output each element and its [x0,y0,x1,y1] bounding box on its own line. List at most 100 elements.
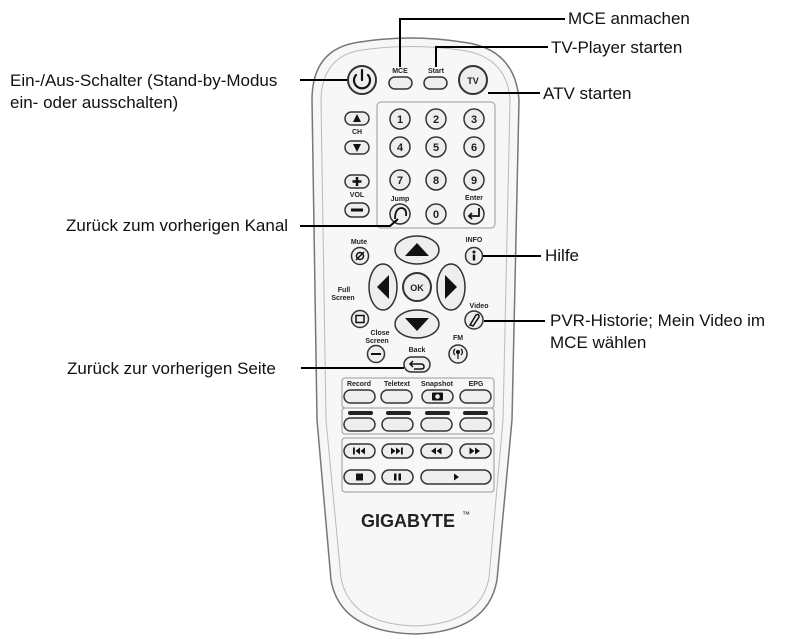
color-bar-1 [348,411,373,415]
callout-mce-on: MCE anmachen [568,9,690,28]
color-bar-3 [425,411,450,415]
digit-2-label: 2 [433,114,439,126]
mute-icon [355,251,365,261]
brand-trademark: ™ [462,510,470,519]
leader-mce [399,18,565,67]
enter-icon [467,208,480,220]
number-pad: 1 2 3 4 5 6 7 8 9 [389,108,485,191]
info-icon [472,250,476,261]
callout-tv-player: TV-Player starten [551,38,683,57]
video-button[interactable] [464,310,484,330]
digit-9-button[interactable] [463,169,485,191]
play-icon [454,473,459,481]
start-label: Start [428,68,445,75]
full-screen-icon [355,314,365,324]
camera-icon [432,392,443,401]
arrow-up-icon [353,114,361,122]
record-label: Record [347,381,371,388]
info-label: INFO [466,237,483,244]
power-icon [352,68,372,90]
digit-8-label: 8 [433,175,439,187]
callout-help: Hilfe [545,246,580,265]
back-label: Back [409,347,426,354]
leader-start [435,46,548,67]
next-track-icon [391,447,403,455]
digit-5-label: 5 [433,142,439,154]
tv-label: TV [467,76,479,86]
radio-icon [453,348,463,359]
callout-previous-page: Zurück zur vorherigen Seite [67,359,276,378]
stop-icon [356,473,363,481]
digit-7-button[interactable] [389,169,411,191]
jump-label: Jump [391,196,410,203]
teletext-button[interactable] [380,389,413,404]
tv-button[interactable] [458,65,488,95]
mute-label: Mute [351,239,367,246]
leader-jump [300,218,399,227]
video-label: Video [470,303,489,310]
close-screen-label-1: Close [370,330,389,337]
vol-label: VOL [350,192,365,199]
callout-power-line-1: Ein-/Aus-Schalter (Stand-by-Modus [10,71,278,90]
digit-0-label: 0 [433,209,439,221]
callout-power-line-2: ein- oder ausschalten) [10,93,179,112]
ok-button[interactable] [402,272,432,302]
digit-3-label: 3 [471,114,477,126]
back-arrow-icon [408,360,425,370]
digit-1-button[interactable] [389,108,411,130]
digit-0-button[interactable] [425,203,447,225]
pause-icon [394,473,401,481]
full-screen-label-1: Full [338,287,350,294]
digit-8-button[interactable] [425,169,447,191]
video-icon [468,313,480,327]
callout-pvr-line-2: MCE wählen [550,333,647,352]
enter-button[interactable] [463,203,485,225]
epg-label: EPG [469,381,484,388]
color-button-3[interactable] [420,417,453,432]
digit-5-button[interactable] [425,136,447,158]
digit-9-label: 9 [471,175,477,187]
jump-arrow-icon [394,207,408,220]
rewind-icon [431,447,442,455]
full-screen-label-2: Screen [331,295,354,302]
mce-label: MCE [392,68,408,75]
callout-previous-channel: Zurück zum vorherigen Kanal [66,216,289,235]
playback-buttons-frame [341,437,495,493]
digit-4-button[interactable] [389,136,411,158]
nav-down-arrow-icon [405,318,429,331]
digit-4-label: 4 [397,142,404,154]
plus-icon [352,177,362,186]
mce-button[interactable] [388,76,413,90]
digit-1-label: 1 [397,114,403,126]
enter-label: Enter [465,195,483,202]
pause-button[interactable] [381,469,414,485]
nav-left-arrow-icon [377,275,389,299]
leader-lines [300,18,565,369]
full-screen-button[interactable] [350,309,370,329]
color-button-2[interactable] [381,417,414,432]
teletext-label: Teletext [384,381,411,388]
record-button[interactable] [343,389,376,404]
arrow-down-icon [353,144,361,152]
digit-7-label: 7 [397,175,403,187]
previous-track-icon [353,447,365,455]
start-button[interactable] [423,76,448,90]
digit-2-button[interactable] [425,108,447,130]
digit-3-button[interactable] [463,108,485,130]
brand-logo: GIGABYTE [361,511,455,531]
ch-label: CH [352,129,362,136]
callout-pvr-line-1: PVR-Historie; Mein Video im [550,311,766,330]
color-button-1[interactable] [343,417,376,432]
color-bar-4 [463,411,488,415]
color-buttons-frame [341,407,495,435]
color-bar-2 [386,411,411,415]
snapshot-label: Snapshot [421,381,454,388]
color-button-4[interactable] [459,417,492,432]
nav-up-arrow-icon [405,243,429,256]
nav-right-arrow-icon [445,275,457,299]
digit-6-label: 6 [471,142,477,154]
epg-button[interactable] [459,389,492,404]
number-pad-frame [376,101,496,229]
digit-6-button[interactable] [463,136,485,158]
